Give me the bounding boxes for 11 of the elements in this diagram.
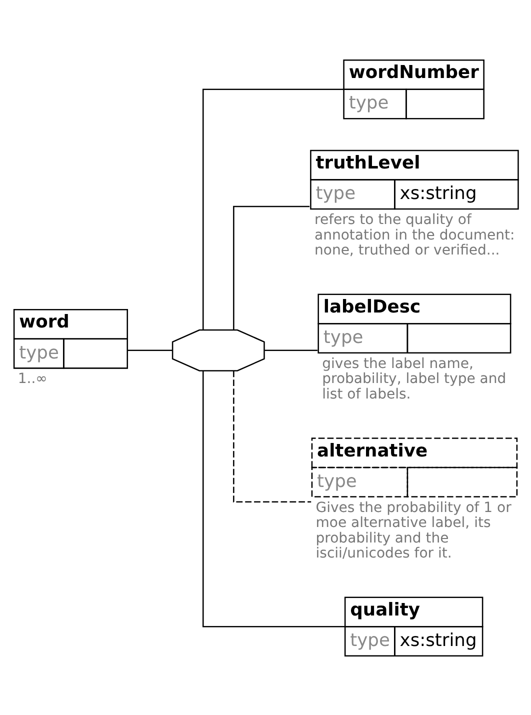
node-octagon xyxy=(172,328,265,371)
node-label: gives the label name, probability, label type and list of labels. xyxy=(322,355,506,402)
connector xyxy=(127,349,172,350)
connector xyxy=(202,88,344,330)
node-label: refers to the quality of annotation in the document: none, truthed or verified... xyxy=(314,212,515,258)
node-label: Gives the probability of 1 or moe alternative label, its probability and the iscii/unicodes for it. xyxy=(316,499,512,562)
connector xyxy=(264,349,318,350)
connector xyxy=(233,205,310,330)
connector xyxy=(202,370,345,627)
connector xyxy=(233,370,312,502)
node-label: 1..∞ xyxy=(18,370,48,387)
